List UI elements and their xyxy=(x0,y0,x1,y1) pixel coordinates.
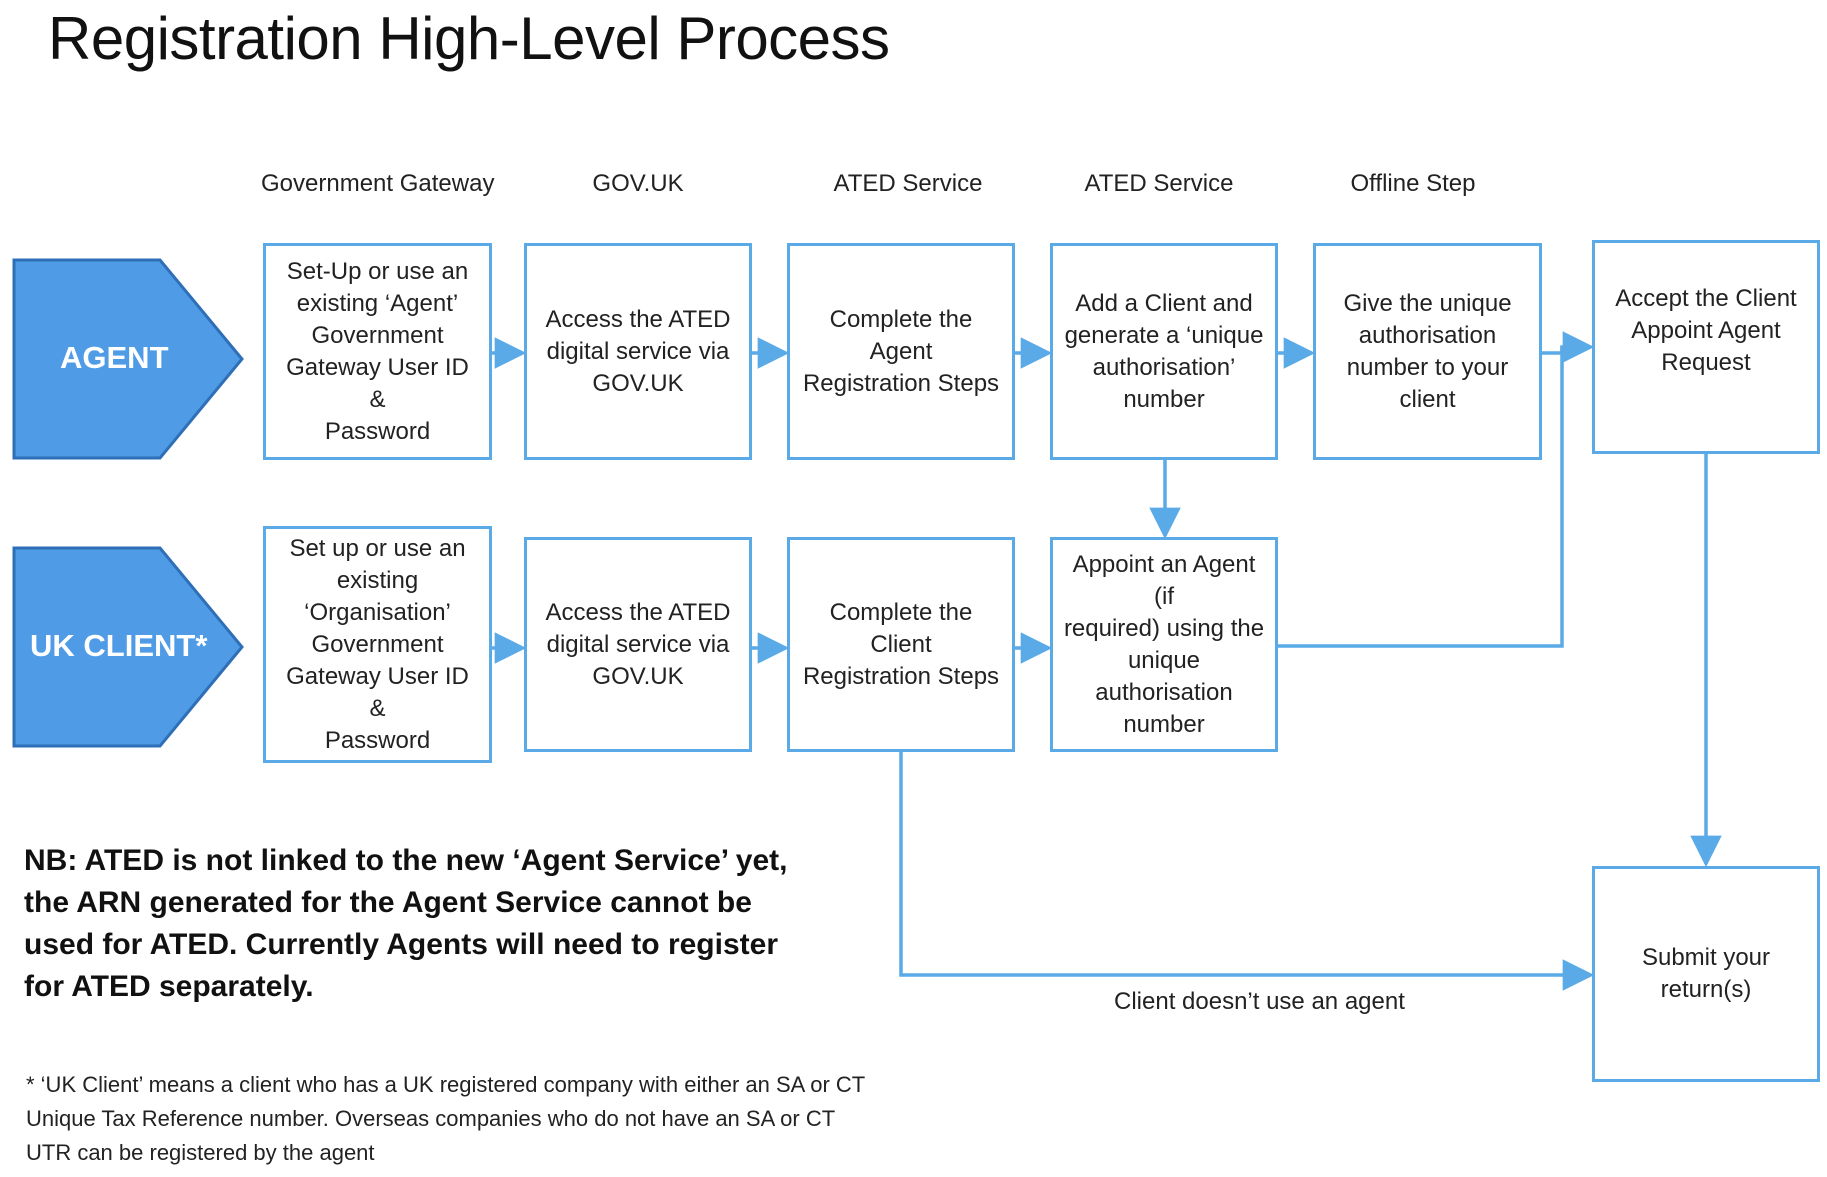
step-line: client xyxy=(1399,385,1456,413)
step-line: Set up or use an xyxy=(289,534,466,562)
page-title: Registration High-Level Process xyxy=(48,5,890,72)
step-line: digital service via xyxy=(546,630,730,658)
step-line: Password xyxy=(324,417,431,445)
step-line: number xyxy=(1123,385,1205,413)
arrow-agent-5-accept xyxy=(1542,331,1595,363)
step-line: unique authorisation xyxy=(1095,646,1233,706)
column-header-offline-step: Offline Step xyxy=(1350,170,1476,197)
step-line: number to your xyxy=(1346,353,1509,381)
step-line: digital service via xyxy=(546,337,730,365)
arrow-appoint-to-accept xyxy=(1278,347,1564,648)
step-line: Registration Steps xyxy=(802,662,1000,690)
step-line: ‘Organisation’ xyxy=(304,598,451,626)
step-line: required) using the xyxy=(1063,614,1265,642)
agent-lane-chevron xyxy=(12,258,244,460)
step-line: Government xyxy=(311,630,444,658)
step-line: number xyxy=(1123,710,1205,738)
step-line: Set-Up or use an xyxy=(286,257,469,285)
client-lane-chevron xyxy=(12,546,244,748)
step-line: Gateway User ID & xyxy=(286,353,469,413)
column-header-gov-uk: GOV.UK xyxy=(592,170,684,197)
step-line: Complete the Client xyxy=(829,598,973,658)
step-line: Appoint an Agent (if xyxy=(1072,550,1256,610)
step-client-complete-registration: Complete the Client Registration Steps xyxy=(787,537,1015,752)
step-line: return(s) xyxy=(1660,976,1752,1003)
edge-label-no-agent: Client doesn’t use an agent xyxy=(1114,988,1405,1015)
step-line: Access the ATED xyxy=(545,598,731,626)
step-client-appoint-agent: Appoint an Agent (if required) using the… xyxy=(1050,537,1278,752)
column-header-government-gateway: Government Gateway xyxy=(261,170,495,197)
step-line: Give the unique xyxy=(1343,289,1512,317)
step-line: Gateway User ID & xyxy=(286,662,469,722)
step-line: Add a Client and xyxy=(1075,289,1253,317)
step-line: Accept the Client xyxy=(1615,285,1797,312)
step-line: Submit your xyxy=(1641,944,1771,971)
arrow-client-direct-submit xyxy=(899,752,1595,991)
step-submit-returns: Submit your return(s) xyxy=(1592,866,1820,1082)
step-line: Registration Steps xyxy=(802,369,1000,397)
step-line: authorisation’ xyxy=(1092,353,1236,381)
step-agent-access-ated: Access the ATED digital service via GOV.… xyxy=(524,243,752,460)
step-line: existing ‘Agent’ xyxy=(296,289,459,317)
step-agent-gateway: Set-Up or use an existing ‘Agent’ Govern… xyxy=(263,243,492,460)
step-agent-complete-registration: Complete the Agent Registration Steps xyxy=(787,243,1015,460)
step-line: Password xyxy=(324,726,431,754)
step-line: Request xyxy=(1661,349,1751,376)
agent-lane-label: AGENT xyxy=(60,340,169,375)
step-line: existing xyxy=(336,566,419,594)
step-accept-request: Accept the Client Appoint Agent Request xyxy=(1592,240,1820,454)
step-line: authorisation xyxy=(1358,321,1497,349)
client-lane-label: UK CLIENT* xyxy=(30,628,208,663)
step-client-gateway: Set up or use an existing ‘Organisation’… xyxy=(263,526,492,763)
step-line: GOV.UK xyxy=(592,369,684,397)
footnote: * ‘UK Client’ means a client who has a U… xyxy=(26,1072,865,1165)
step-client-access-ated: Access the ATED digital service via GOV.… xyxy=(524,537,752,752)
step-agent-add-client: Add a Client and generate a ‘unique auth… xyxy=(1050,243,1278,460)
step-line: Complete the Agent xyxy=(829,305,973,365)
step-line: GOV.UK xyxy=(592,662,684,690)
nb-note: NB: ATED is not linked to the new ‘Agent… xyxy=(24,844,788,1003)
step-line: generate a ‘unique xyxy=(1064,321,1264,349)
column-header-ated-service-1: ATED Service xyxy=(833,170,983,197)
column-header-ated-service-2: ATED Service xyxy=(1084,170,1234,197)
step-line: Access the ATED xyxy=(545,305,731,333)
step-line: Appoint Agent xyxy=(1631,317,1781,344)
step-agent-give-number: Give the unique authorisation number to … xyxy=(1313,243,1542,460)
step-line: Government xyxy=(311,321,444,349)
